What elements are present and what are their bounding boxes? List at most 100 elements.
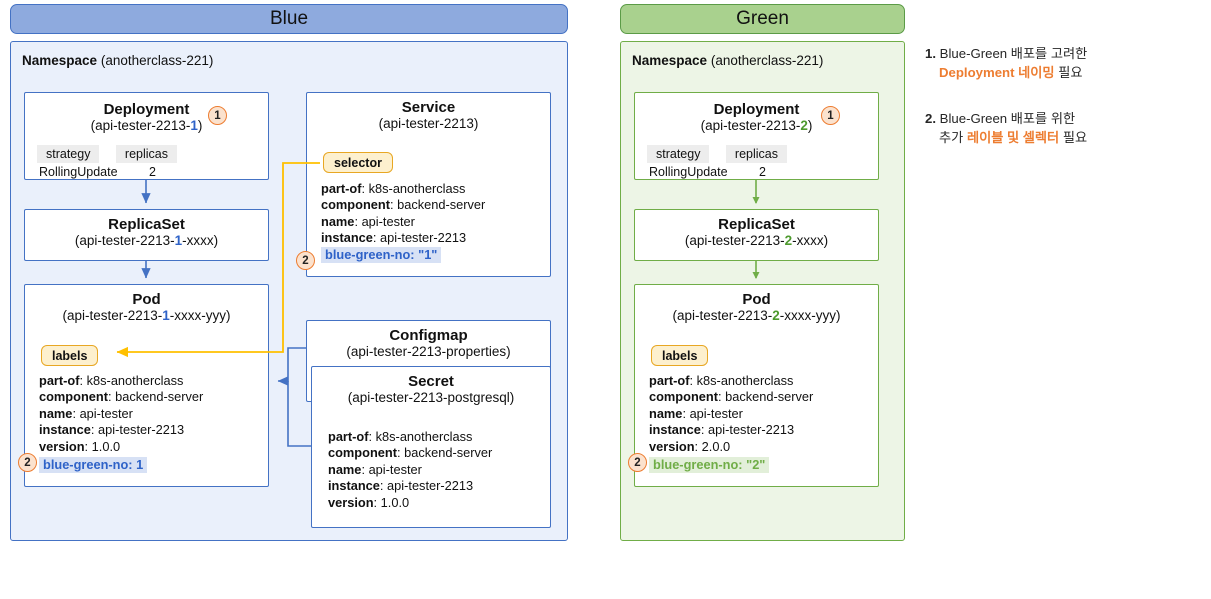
service-labels-blue: part-of: k8s-anotherclass component: bac… bbox=[321, 181, 486, 264]
note-1-number: 1. bbox=[925, 46, 936, 61]
label-row: instance: api-tester-2213 bbox=[39, 422, 185, 438]
replicaset-subtitle-blue: (api-tester-2213-1-xxxx) bbox=[25, 233, 268, 249]
label-row: name: api-tester bbox=[649, 405, 743, 421]
blue-green-no-value-green: blue-green-no: "2" bbox=[649, 457, 770, 474]
label-row-highlight: blue-green-no: "1" bbox=[321, 246, 485, 264]
secret-title-blue: Secret bbox=[408, 373, 454, 390]
value-strategy-green: RollingUpdate bbox=[649, 165, 728, 179]
deployment-values-green: RollingUpdate 2 bbox=[649, 165, 766, 179]
tab-labels-pod-green[interactable]: labels bbox=[651, 345, 709, 366]
replicaset-title-blue: ReplicaSet bbox=[108, 216, 185, 233]
box-replicaset-blue[interactable]: ReplicaSet (api-tester-2213-1-xxxx) bbox=[24, 209, 269, 261]
badge-2-pod-blue: 2 bbox=[18, 453, 37, 472]
pod-subtitle-green: (api-tester-2213-2-xxxx-yyy) bbox=[635, 308, 878, 324]
namespace-title-blue: Namespace (anotherclass-221) bbox=[22, 53, 213, 68]
label-key: name bbox=[649, 405, 683, 421]
deployment-sub-suffix-blue: ) bbox=[197, 118, 203, 134]
replicaset-sub-prefix-green: (api-tester-2213- bbox=[684, 233, 785, 249]
label-value: api-tester-2213 bbox=[380, 230, 467, 246]
replicaset-sub-mark-green: 2 bbox=[784, 233, 793, 249]
deployment-chips-green: strategy replicas bbox=[647, 145, 787, 163]
label-value: 1.0.0 bbox=[380, 494, 410, 510]
label-value: backend-server bbox=[404, 445, 493, 461]
label-value: backend-server bbox=[397, 197, 486, 213]
box-secret-blue[interactable]: Secret (api-tester-2213-postgresql) part… bbox=[311, 366, 551, 528]
chip-strategy-green: strategy bbox=[647, 145, 710, 163]
label-row: version: 1.0.0 bbox=[328, 494, 410, 510]
blue-green-no-value-blue: blue-green-no: 1 bbox=[39, 457, 148, 474]
tab-selector-service-blue[interactable]: selector bbox=[323, 152, 393, 173]
pod-title-green: Pod bbox=[742, 291, 771, 308]
chip-replicas-green: replicas bbox=[725, 145, 787, 163]
deployment-subtitle-blue: (api-tester-2213-1) bbox=[25, 118, 268, 134]
label-row: component: backend-server bbox=[321, 197, 486, 213]
replicaset-subtitle-green: (api-tester-2213-2-xxxx) bbox=[635, 233, 878, 249]
label-key: instance bbox=[328, 478, 380, 494]
label-value: k8s-anotherclass bbox=[368, 181, 466, 196]
label-row: component: backend-server bbox=[649, 389, 814, 405]
note-1-emphasis: Deployment 네이밍 bbox=[939, 65, 1055, 80]
label-value: api-tester bbox=[79, 405, 133, 421]
label-value: api-tester bbox=[368, 461, 422, 477]
deployment-sub-mark-blue: 1 bbox=[190, 118, 198, 134]
panel-header-blue: Blue bbox=[10, 4, 568, 34]
label-row: name: api-tester bbox=[39, 405, 133, 421]
configmap-subtitle-blue: (api-tester-2213-properties) bbox=[346, 344, 511, 360]
label-key: component bbox=[39, 389, 108, 405]
secret-subtitle-blue: (api-tester-2213-postgresql) bbox=[347, 390, 515, 406]
namespace-label-blue: Namespace bbox=[22, 53, 98, 68]
replicaset-sub-suffix-blue: -xxxx) bbox=[182, 233, 219, 249]
label-key: instance bbox=[321, 230, 373, 246]
label-value: 1.0.0 bbox=[91, 438, 121, 454]
label-row: name: api-tester bbox=[321, 213, 415, 229]
label-key: instance bbox=[39, 422, 91, 438]
namespace-value-blue: (anotherclass-221) bbox=[100, 53, 214, 68]
label-key: name bbox=[328, 461, 362, 477]
box-deployment-blue[interactable]: Deployment (api-tester-2213-1) strategy … bbox=[24, 92, 269, 180]
label-key: component bbox=[328, 445, 397, 461]
label-row: part-of: k8s-anotherclass bbox=[39, 373, 184, 388]
label-row: part-of: k8s-anotherclass bbox=[328, 429, 473, 444]
label-value: k8s-anotherclass bbox=[375, 429, 473, 444]
label-row-highlight: blue-green-no: 1 bbox=[39, 457, 203, 474]
pod-title-blue: Pod bbox=[132, 291, 161, 308]
secret-labels-blue: part-of: k8s-anotherclass component: bac… bbox=[328, 429, 492, 511]
note-1-text: Blue-Green 배포를 고려한 bbox=[939, 46, 1088, 61]
box-replicaset-green[interactable]: ReplicaSet (api-tester-2213-2-xxxx) bbox=[634, 209, 879, 261]
note-1: 1. Blue-Green 배포를 고려한 Deployment 네이밍 필요 bbox=[925, 44, 1205, 82]
deployment-chips-blue: strategy replicas bbox=[37, 145, 177, 163]
pod-labels-green: part-of: k8s-anotherclass component: bac… bbox=[649, 373, 814, 474]
namespace-title-green: Namespace (anotherclass-221) bbox=[632, 53, 823, 68]
note-2-text: Blue-Green 배포를 위한 bbox=[939, 111, 1076, 126]
panel-header-green-label: Green bbox=[736, 8, 789, 29]
label-key: instance bbox=[649, 422, 701, 438]
label-row: component: backend-server bbox=[328, 445, 493, 461]
label-value: api-tester bbox=[689, 405, 743, 421]
panel-header-green: Green bbox=[620, 4, 905, 34]
box-pod-green[interactable]: Pod (api-tester-2213-2-xxxx-yyy) labels … bbox=[634, 284, 879, 487]
deployment-sub-prefix-blue: (api-tester-2213- bbox=[90, 118, 191, 134]
note-1-line-2: Deployment 네이밍 필요 bbox=[925, 63, 1205, 82]
box-service-blue[interactable]: Service (api-tester-2213) selector part-… bbox=[306, 92, 551, 277]
value-replicas-blue: 2 bbox=[149, 165, 156, 179]
box-pod-blue[interactable]: Pod (api-tester-2213-1-xxxx-yyy) labels … bbox=[24, 284, 269, 487]
note-2-emphasis: 레이블 및 셀렉터 bbox=[966, 130, 1060, 145]
pod-sub-suffix-blue: -xxxx-yyy) bbox=[169, 308, 231, 324]
label-value: api-tester-2213 bbox=[708, 422, 795, 438]
chip-strategy-blue: strategy bbox=[37, 145, 100, 163]
deployment-sub-prefix-green: (api-tester-2213- bbox=[700, 118, 801, 134]
replicaset-title-green: ReplicaSet bbox=[718, 216, 795, 233]
replicaset-sub-suffix-green: -xxxx) bbox=[792, 233, 829, 249]
note-2: 2. Blue-Green 배포를 위한 추가 레이블 및 셀렉터 필요 bbox=[925, 109, 1205, 147]
label-key: version bbox=[649, 438, 695, 454]
label-value: backend-server bbox=[115, 389, 204, 405]
label-row: instance: api-tester-2213 bbox=[649, 422, 795, 438]
label-key: part-of bbox=[328, 429, 369, 444]
badge-1-deployment-blue: 1 bbox=[208, 106, 227, 125]
label-value: backend-server bbox=[725, 389, 814, 405]
chip-replicas-blue: replicas bbox=[115, 145, 177, 163]
label-row: version: 2.0.0 bbox=[649, 438, 731, 454]
box-deployment-green[interactable]: Deployment (api-tester-2213-2) strategy … bbox=[634, 92, 879, 180]
label-row: name: api-tester bbox=[328, 461, 422, 477]
tab-labels-pod-blue[interactable]: labels bbox=[41, 345, 99, 366]
